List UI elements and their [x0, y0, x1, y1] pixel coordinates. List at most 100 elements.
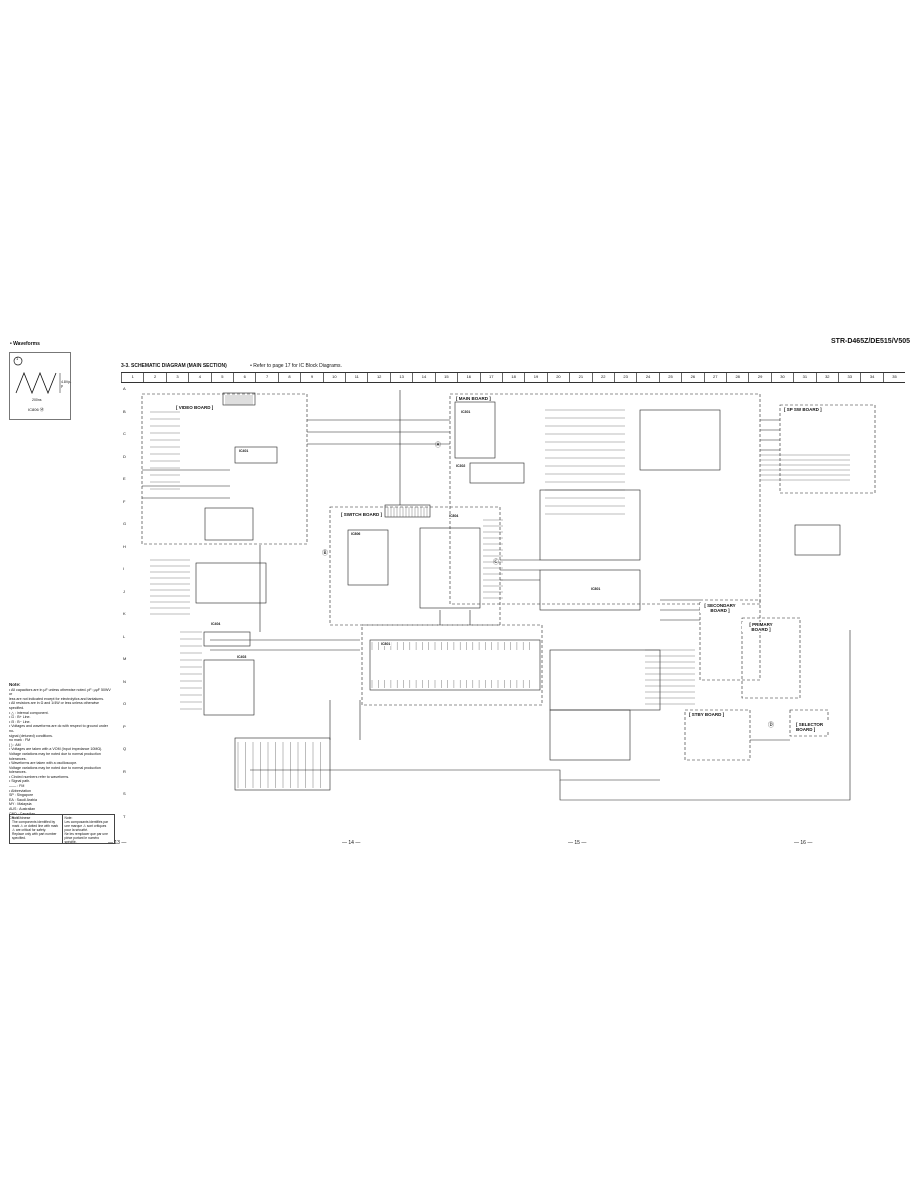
secondary-board-outline: [699, 599, 761, 681]
note-line: AUS : Australian: [9, 807, 36, 812]
safety-note-en: Note: The components identified by mark …: [12, 816, 59, 840]
note-line: Voltage variations may be noted due to n…: [9, 765, 101, 770]
stby-board-outline: [684, 709, 751, 761]
waveform-ref: IC806 ⑭: [28, 407, 44, 412]
ic801-label: IC801: [380, 642, 392, 646]
column-label: 4: [188, 373, 210, 382]
row-label: E: [123, 476, 126, 481]
ic404-body: [203, 631, 251, 647]
ic302-body: [469, 462, 525, 484]
row-label: S: [123, 791, 126, 796]
column-label: 13: [389, 373, 412, 382]
column-label: 25: [658, 373, 681, 382]
marker-a: Ⓐ: [435, 443, 442, 449]
row-label: J: [123, 588, 125, 594]
note-line: • Voltages are taken with a VOM (Input i…: [9, 747, 103, 752]
note-line: Voltage variations may be noted due to n…: [9, 751, 101, 756]
note-line: signal (detuned) conditions.: [9, 733, 53, 738]
note-line: less are not indicated except for electr…: [9, 696, 105, 701]
column-label: 14: [412, 373, 434, 382]
row-label: F: [123, 498, 126, 504]
note-line: tolerances.: [9, 756, 27, 761]
note-line: EA : Saudi Arabia: [9, 797, 37, 802]
stby-board-label: [ STBY BOARD ]: [688, 712, 726, 717]
page-number-14: — 14 —: [342, 840, 361, 846]
column-label: 33: [838, 373, 860, 382]
page-number-13: — 13 —: [108, 840, 127, 846]
note-line: • Circled numbers refer to waveforms.: [9, 774, 70, 779]
column-label: 10: [322, 373, 345, 382]
page-number-16: — 16 —: [794, 840, 813, 846]
note-line: • Voltages and waveforms are dc with res…: [9, 724, 108, 733]
column-label: 12: [367, 373, 389, 382]
marker-b: Ⓑ: [322, 551, 329, 557]
row-label: T: [123, 813, 126, 819]
column-label: 5: [210, 373, 233, 382]
note-line: CND : Canadian: [9, 811, 36, 816]
waveform-marker: 1: [16, 356, 19, 361]
primary-board-label: [ PRIMARY BOARD ]: [742, 622, 780, 632]
waveform-period: 200ns: [32, 398, 42, 402]
column-label: 8: [277, 373, 300, 382]
note-line: • All capacitors are in μF unless otherw…: [9, 687, 111, 697]
safety-note-box: Note: The components identified by mark …: [9, 814, 115, 844]
column-label: 26: [681, 373, 703, 382]
video-block: [204, 507, 254, 541]
video-connector: [222, 392, 256, 406]
note-line: • Signal path.: [9, 779, 31, 784]
ic806-label: IC806: [350, 532, 362, 536]
row-label: L: [123, 633, 126, 639]
row-label: A: [123, 386, 126, 391]
video-board-label: [ VIDEO BOARD ]: [175, 405, 215, 410]
note-line: • Waveforms are taken with a oscilloscop…: [9, 761, 78, 766]
row-label: C: [123, 431, 126, 436]
note-line: no mark : FM: [9, 738, 31, 743]
waveform-panel: 1 4.8Vp-p 200ns IC806 ⑭: [9, 352, 71, 420]
notes-lines: • All capacitors are in μF unless otherw…: [9, 688, 113, 821]
note-line: MY : Malaysia: [9, 802, 32, 807]
model-number: STR-D465Z/DE515/V505: [831, 338, 910, 345]
column-label: 2: [143, 373, 165, 382]
column-label: 19: [524, 373, 546, 382]
switch-board-outline: [329, 506, 501, 626]
column-label: 28: [725, 373, 748, 382]
column-label: 32: [815, 373, 838, 382]
note-line: • All resistors are in Ω and 1/4W or les…: [9, 701, 100, 710]
primary-board-outline: [741, 617, 801, 699]
column-label: 35: [882, 373, 905, 382]
video-board-outline: [141, 393, 308, 545]
column-label: 30: [770, 373, 793, 382]
column-label: 29: [748, 373, 770, 382]
column-label: 21: [569, 373, 591, 382]
row-label: M: [123, 656, 127, 661]
page-number-15: — 15 —: [568, 840, 587, 846]
spsw-board-label: [ SP SW BOARD ]: [783, 407, 823, 412]
main-board-outline: [449, 393, 761, 605]
ic404-label: IC404: [210, 622, 222, 626]
note-line: • ⊡ : B+ Line.: [9, 715, 31, 720]
row-label: I: [123, 566, 125, 571]
column-label: 9: [300, 373, 322, 382]
row-label: G: [123, 521, 127, 526]
note-line: SP : Singapore: [9, 793, 34, 798]
section-title: 3-3. SCHEMATIC DIAGRAM (MAIN SECTION) • …: [121, 363, 342, 369]
section-title-text: 3-3. SCHEMATIC DIAGRAM (MAIN SECTION): [121, 363, 227, 369]
row-label: D: [123, 453, 126, 459]
row-label: O: [123, 701, 127, 706]
note-line: tolerances.: [9, 770, 27, 775]
main-board-label: [ MAIN BOARD ]: [455, 396, 492, 401]
column-label: 7: [255, 373, 277, 382]
note-line: —— : FM: [9, 784, 25, 789]
marker-d: Ⓓ: [768, 723, 775, 729]
column-label: 24: [636, 373, 658, 382]
ic801-main-label: IC801: [590, 587, 602, 591]
reference-note: • Refer to page 17 for IC Block Diagrams…: [250, 363, 342, 369]
column-label: 23: [613, 373, 636, 382]
column-label: 15: [434, 373, 457, 382]
column-label: 34: [860, 373, 882, 382]
column-label: 11: [345, 373, 367, 382]
notes-block: Note: • All capacitors are in μF unless …: [9, 682, 113, 821]
row-label: R: [123, 768, 126, 774]
